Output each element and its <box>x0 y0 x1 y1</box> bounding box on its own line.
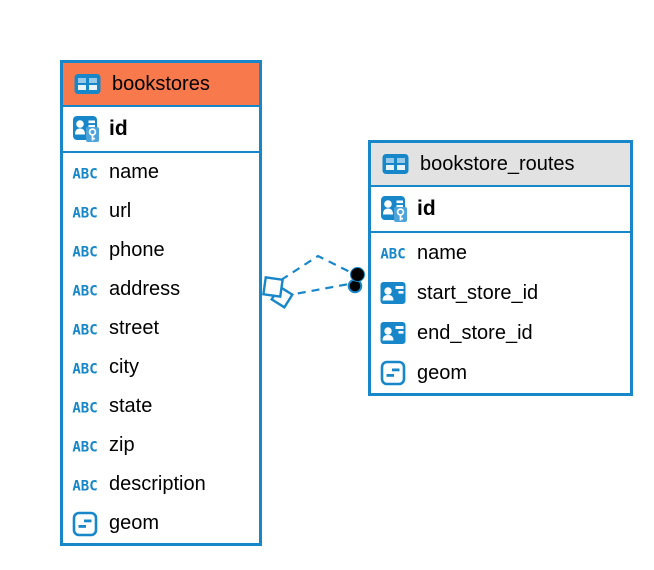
primary-key-icon <box>377 196 409 222</box>
source-diamond-marker <box>262 276 284 298</box>
column-name: street <box>109 317 160 339</box>
table-title: bookstore_routes <box>420 152 575 175</box>
column-row-start_store_id[interactable]: start_store_id <box>371 273 630 313</box>
text-type-icon <box>69 316 101 342</box>
column-row-url[interactable]: url <box>63 192 259 231</box>
text-type-icon <box>69 199 101 225</box>
column-row-phone[interactable]: phone <box>63 231 259 270</box>
table-title: bookstores <box>112 72 210 95</box>
column-list: name start_store_id end_store_id geom <box>371 233 630 393</box>
column-name: phone <box>109 239 165 261</box>
primary-key-label: id <box>417 197 436 220</box>
text-type-icon <box>69 355 101 381</box>
fk-dashed-line[interactable] <box>280 254 353 281</box>
object-type-icon <box>69 511 101 537</box>
text-type-icon <box>69 433 101 459</box>
column-name: zip <box>109 434 135 456</box>
table-icon <box>71 71 103 97</box>
column-row-city[interactable]: city <box>63 348 259 387</box>
column-name: name <box>109 161 160 183</box>
column-row-geom[interactable]: geom <box>371 353 630 393</box>
column-name: start_store_id <box>417 281 539 304</box>
column-name: geom <box>417 361 468 384</box>
primary-key-label: id <box>109 117 128 140</box>
text-type-icon <box>69 238 101 264</box>
column-row-address[interactable]: address <box>63 270 259 309</box>
text-type-icon <box>69 472 101 498</box>
column-name: name <box>417 241 468 264</box>
column-row-geom[interactable]: geom <box>63 504 259 543</box>
table-header[interactable]: bookstores <box>63 63 259 107</box>
text-type-icon <box>69 394 101 420</box>
target-dot-marker <box>350 267 365 282</box>
column-name: url <box>109 200 132 222</box>
text-type-icon <box>69 277 101 303</box>
primary-key-row[interactable]: id <box>371 187 630 233</box>
column-row-street[interactable]: street <box>63 309 259 348</box>
column-row-end_store_id[interactable]: end_store_id <box>371 313 630 353</box>
table-header[interactable]: bookstore_routes <box>371 143 630 187</box>
entity-table-bookstore-routes[interactable]: bookstore_routes id name start_store_id … <box>368 140 633 396</box>
column-row-state[interactable]: state <box>63 387 259 426</box>
column-name: geom <box>109 512 160 534</box>
ref-type-icon <box>377 320 409 346</box>
text-type-icon <box>377 240 409 266</box>
column-row-zip[interactable]: zip <box>63 426 259 465</box>
primary-key-icon <box>69 116 101 142</box>
column-row-name[interactable]: name <box>371 233 630 273</box>
column-name: city <box>109 356 139 378</box>
column-row-description[interactable]: description <box>63 465 259 504</box>
column-name: state <box>109 395 153 417</box>
source-diamond-marker <box>270 285 294 309</box>
object-type-icon <box>377 360 409 386</box>
table-icon <box>379 151 411 177</box>
column-name: description <box>109 473 206 495</box>
column-row-name[interactable]: name <box>63 153 259 192</box>
ref-type-icon <box>377 280 409 306</box>
fk-dashed-line[interactable] <box>283 282 350 298</box>
primary-key-row[interactable]: id <box>63 107 259 153</box>
column-name: end_store_id <box>417 321 533 344</box>
column-list: name url phone address street city state <box>63 153 259 543</box>
text-type-icon <box>69 160 101 186</box>
column-name: address <box>109 278 181 300</box>
target-dot-marker <box>347 278 363 294</box>
entity-table-bookstores[interactable]: bookstores id name url phone address str… <box>60 60 262 546</box>
